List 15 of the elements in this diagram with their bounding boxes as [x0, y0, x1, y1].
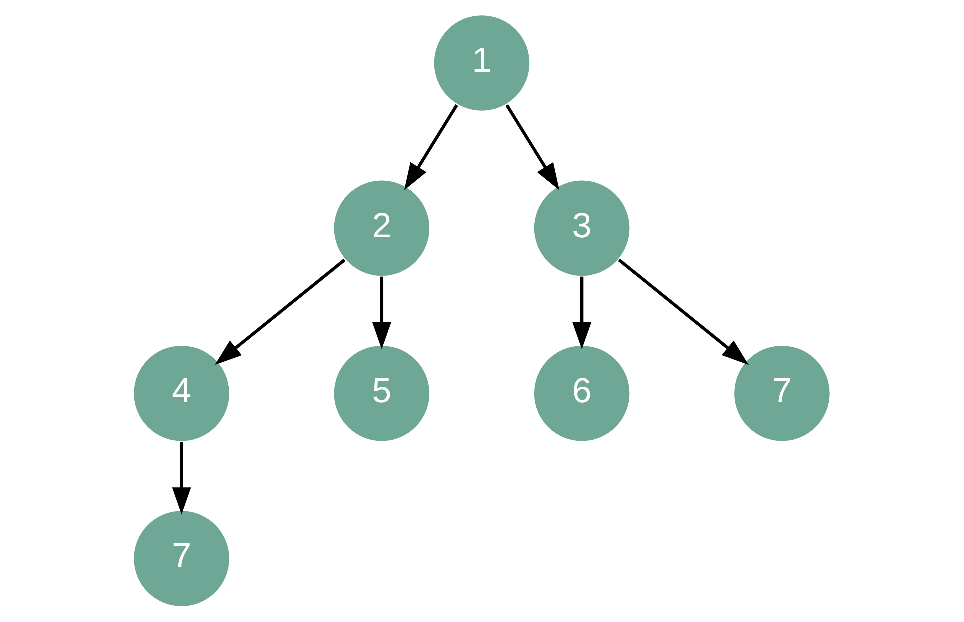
node-circle: 3: [532, 179, 632, 278]
node-circle: 7: [732, 344, 832, 443]
arrow: [372, 276, 392, 350]
node-circle: 4: [132, 344, 232, 443]
arrow: [506, 104, 560, 190]
node-circle: 5: [332, 344, 432, 443]
arrow: [572, 276, 592, 350]
arrow: [404, 104, 458, 190]
node-circle: 2: [332, 179, 432, 278]
arrow: [618, 258, 749, 366]
node-circle: 1: [432, 14, 532, 112]
node-circle: 7: [132, 510, 232, 608]
arrow: [215, 258, 346, 366]
arrow: [172, 442, 192, 515]
node-circle: 6: [532, 344, 632, 443]
